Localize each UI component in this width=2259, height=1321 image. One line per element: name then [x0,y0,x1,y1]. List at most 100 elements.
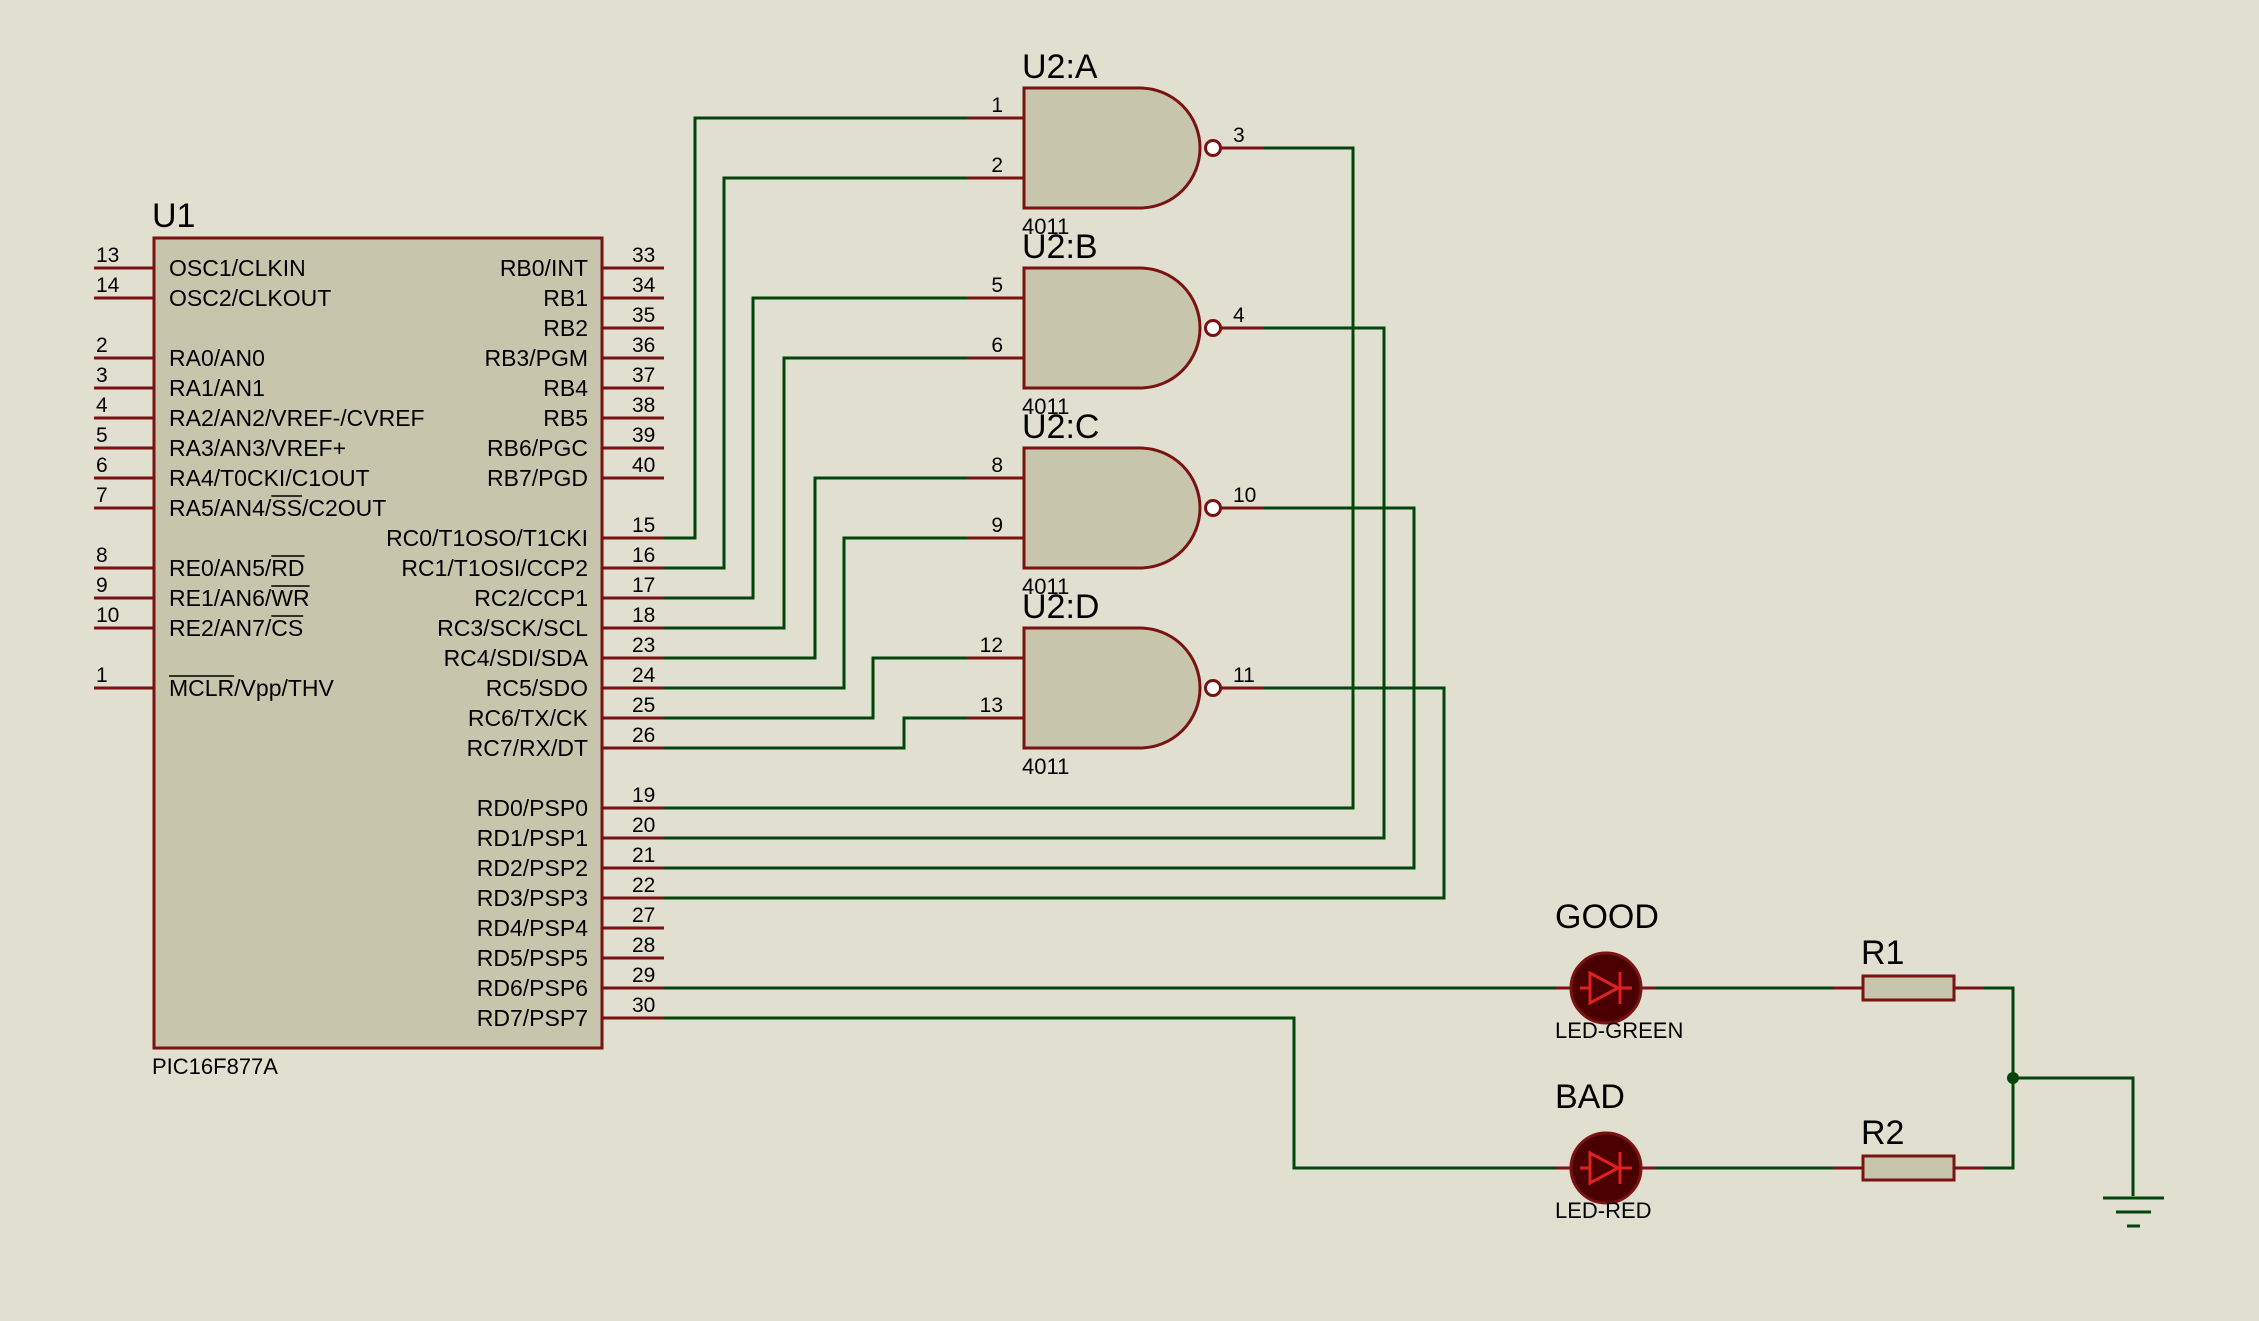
wire-rc7-u2d-in2 [602,716,967,750]
resistor-r1[interactable]: R1 [1833,934,1984,1002]
pin-label: RD4/PSP4 [477,915,588,941]
pin-number: 37 [632,364,655,387]
pin-number: 5 [991,274,1003,297]
pin-label: RC7/RX/DT [467,735,588,761]
mcu-pin-22[interactable]: 22 RD3/PSP3 [477,874,664,911]
pin-label: RD3/PSP3 [477,885,588,911]
pin-number: 14 [96,274,120,297]
wires [602,116,2135,1196]
nand-gates: U2:A4011123U2:B4011564U2:C40118910U2:D40… [967,48,1264,779]
wire-u2d-out-rd3 [602,686,1446,900]
pin-number: 2 [96,334,108,357]
wire-rc5-u2c-in2 [602,536,967,690]
pin-number: 1 [991,94,1003,117]
pin-label: RE2/AN7/CS [169,615,303,641]
pin-number: 20 [632,814,655,837]
pin-number: 13 [96,244,119,267]
mcu-pin-30[interactable]: 30 RD7/PSP7 [477,994,664,1031]
pin-number: 9 [991,514,1003,537]
pin-label: RB5 [543,405,588,431]
pin-number: 35 [632,304,655,327]
resistor-ref: R2 [1861,1114,1904,1152]
pin-number: 29 [632,964,655,987]
pin-number: 34 [632,274,656,297]
pin-label: RA4/T0CKI/C1OUT [169,465,370,491]
pin-label: RD2/PSP2 [477,855,588,881]
resistor-ref: R1 [1861,934,1904,972]
mcu-part: PIC16F877A [152,1054,278,1079]
gate-ref: U2:C [1022,408,1099,446]
mcu-pin-10[interactable]: 10 RE2/AN7/CS [94,604,304,641]
resistor-r2[interactable]: R2 [1833,1114,1984,1182]
mcu-pin-24[interactable]: 24 RC5/SDO [486,664,664,701]
mcu-pin-5[interactable]: 5 RA3/AN3/VREF+ [94,424,346,461]
pin-label: RE1/AN6/WR [169,585,310,611]
pin-number: 33 [632,244,655,267]
pin-label: RC6/TX/CK [468,705,589,731]
wire-rc4-u2c-in1 [602,476,967,660]
pin-label: RC5/SDO [486,675,588,701]
pin-number: 8 [991,454,1003,477]
wire-rc2-u2b-in1 [602,296,967,600]
pin-label: RD0/PSP0 [477,795,588,821]
pin-number: 10 [96,604,119,627]
led-ref: BAD [1555,1078,1625,1116]
pin-number: 17 [632,574,655,597]
pin-number: 6 [991,334,1003,357]
pin-number: 7 [96,484,108,507]
mcu-body [152,236,604,1050]
wire-junction-ground [2013,1076,2135,1196]
pin-number: 30 [632,994,655,1017]
pin-number: 10 [1233,484,1256,507]
pin-number: 15 [632,514,655,537]
pin-label: RD7/PSP7 [477,1005,588,1031]
pin-number: 22 [632,874,655,897]
gate-ref: U2:D [1022,588,1099,626]
pin-number: 24 [632,664,656,687]
pin-label: RA3/AN3/VREF+ [169,435,346,461]
pin-number: 5 [96,424,108,447]
pin-label: RC1/T1OSI/CCP2 [401,555,588,581]
pin-number: 2 [991,154,1003,177]
